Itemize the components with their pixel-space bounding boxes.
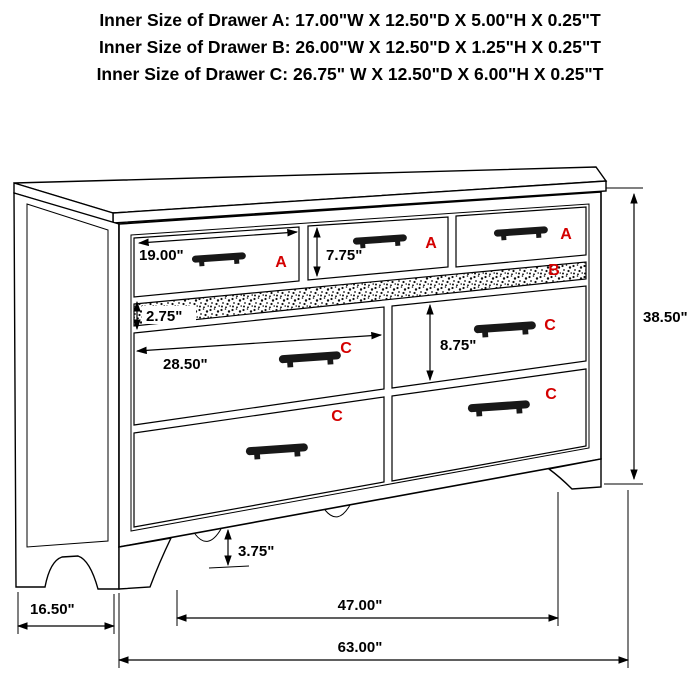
- dim-drawer-a-width: 19.00": [137, 228, 299, 264]
- side-panel-inner-border: [26, 203, 109, 548]
- dim-text: 19.00": [139, 247, 184, 264]
- drawer-c1-left-label: C: [340, 340, 352, 357]
- drawer-a3: A: [455, 206, 587, 268]
- drawer-b-label: B: [548, 262, 560, 279]
- dim-foot-height: 3.75": [208, 528, 274, 569]
- front-frame-inner: [130, 203, 590, 532]
- dim-text: 3.75": [238, 543, 274, 560]
- drawer-a2-label: A: [425, 235, 437, 252]
- dim-text: 16.50": [30, 601, 75, 618]
- dim-overall-height: 38.50": [604, 187, 688, 485]
- dim-drawer-a-height: 7.75": [313, 226, 362, 278]
- dim-drawer-b-height: 2.75": [133, 300, 196, 331]
- dimensions: 19.00" 7.75" 2.75" 28.50" 8.75" 38.50": [16, 187, 688, 668]
- front-right-foot: [547, 458, 602, 490]
- drawer-a3-label: A: [560, 226, 572, 243]
- drawer-a1-label: A: [275, 254, 287, 271]
- dim-text: 7.75": [326, 247, 362, 264]
- drawer-c2-right-face: [391, 368, 587, 482]
- dim-leg-span: 47.00": [175, 492, 560, 626]
- dim-extension-line: [208, 565, 250, 569]
- dim-text: 2.75": [146, 308, 182, 325]
- header-line-c: Inner Size of Drawer C: 26.75" W X 12.50…: [97, 64, 604, 84]
- dresser-feet: [118, 458, 602, 590]
- dim-text: 63.00": [338, 639, 383, 656]
- drawer-c2-left-face: [133, 396, 385, 528]
- dim-depth: 16.50": [16, 592, 116, 634]
- dim-drawer-c-height: 8.75": [426, 303, 476, 382]
- drawer-c2-left: C: [133, 396, 385, 528]
- drawer-c2-right-label: C: [545, 386, 557, 403]
- drawer-c2-right: C: [391, 368, 587, 482]
- dim-text: 8.75": [440, 337, 476, 354]
- header-line-b: Inner Size of Drawer B: 26.00"W X 12.50"…: [99, 37, 601, 57]
- header: Inner Size of Drawer A: 17.00"W X 12.50"…: [97, 10, 604, 84]
- apron-detail-left: [194, 528, 222, 542]
- drawer-a3-face: [455, 206, 587, 268]
- dresser-top: [13, 166, 608, 224]
- dim-overall-width: 63.00": [117, 490, 630, 668]
- drawer-a2-face: [307, 216, 449, 281]
- apron-detail-right: [324, 504, 351, 518]
- dim-arrow: [135, 331, 383, 355]
- dim-text: 38.50": [643, 309, 688, 326]
- drawer-c1-right: C: [391, 285, 587, 389]
- dim-arrow: [137, 228, 299, 247]
- dresser-drawing: A A A B C C C: [13, 166, 608, 590]
- drawer-b-glitter-texture: [134, 262, 586, 326]
- header-line-a: Inner Size of Drawer A: 17.00"W X 12.50"…: [99, 10, 601, 30]
- front-left-foot: [118, 537, 173, 590]
- drawer-c2-left-label: C: [331, 408, 343, 425]
- dim-text: 28.50": [163, 356, 208, 373]
- drawer-c1-right-face: [391, 285, 587, 389]
- dim-text-backing: [142, 306, 196, 324]
- drawer-c1-right-label: C: [544, 317, 556, 334]
- drawer-a2: A: [307, 216, 449, 281]
- dresser-side-panel: [13, 192, 120, 590]
- dim-drawer-c-width: 28.50": [135, 331, 383, 373]
- side-panel: [13, 192, 120, 590]
- dim-text: 47.00": [338, 597, 383, 614]
